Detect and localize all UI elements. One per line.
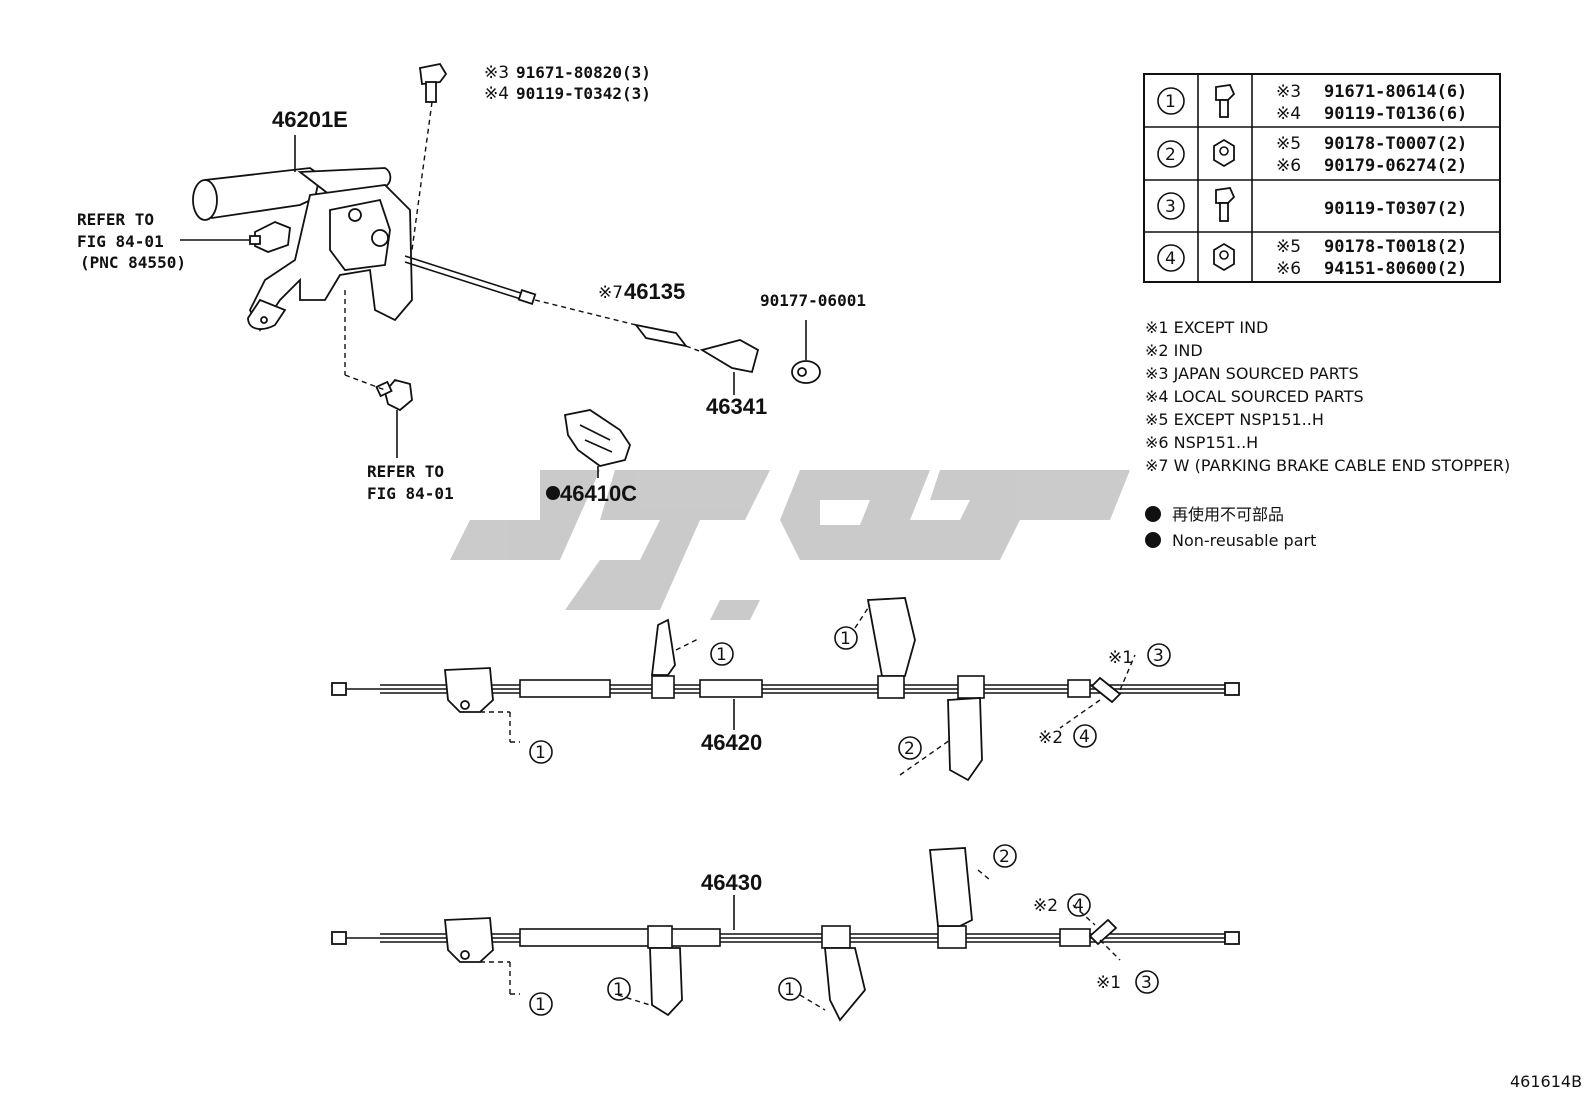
- legend-jp: 再使用不可部品: [1172, 505, 1284, 524]
- nut-icon: [1213, 242, 1235, 272]
- bolt-icon: [1215, 84, 1236, 118]
- ref1-line2: FIG 84-01: [77, 232, 164, 251]
- callout-front-1b: 1: [710, 642, 734, 666]
- front-cable[interactable]: [331, 597, 1240, 782]
- svg-text:1: 1: [613, 980, 624, 1000]
- top-bolt-mark-1: ※3: [484, 63, 509, 83]
- svg-text:※1: ※1: [1108, 648, 1133, 668]
- table-row1-pn1: 91671-80614(6): [1324, 82, 1467, 102]
- top-bolt-pn-2: 90119-T0342(3): [516, 84, 651, 103]
- table-row4-pn2: 94151-80600(2): [1324, 259, 1467, 279]
- table-row4-num: 4: [1165, 249, 1176, 269]
- rear-cable[interactable]: [331, 847, 1240, 1022]
- svg-text:1: 1: [716, 645, 727, 665]
- table-row4-mark2: ※6: [1276, 259, 1301, 279]
- nut-icon: [1213, 138, 1235, 168]
- notes-list: ※1 EXCEPT IND ※2 IND ※3 JAPAN SOURCED PA…: [1145, 318, 1510, 475]
- parking-brake-lever[interactable]: [192, 167, 537, 332]
- svg-text:1: 1: [840, 629, 851, 649]
- svg-text:2: 2: [999, 847, 1010, 867]
- grommet[interactable]: [791, 320, 821, 384]
- ref1-line1: REFER TO: [77, 210, 154, 229]
- callout-front-3: ※1 3: [1108, 643, 1171, 668]
- callout-front-1c: 1: [834, 626, 858, 650]
- note-4: ※4 LOCAL SOURCED PARTS: [1145, 387, 1364, 406]
- note-1: ※1 EXCEPT IND: [1145, 318, 1268, 337]
- callout-rear-1b: 1: [607, 977, 631, 1001]
- svg-text:※2: ※2: [1038, 728, 1063, 748]
- ref2-line1: REFER TO: [367, 462, 444, 481]
- callout-rear-1a: 1: [529, 992, 553, 1016]
- table-row1-pn2: 90119-T0136(6): [1324, 104, 1467, 124]
- lower-bolt[interactable]: [375, 378, 413, 412]
- legend-en: Non-reusable part: [1172, 531, 1316, 550]
- note-6: ※6 NSP151..H: [1145, 433, 1258, 452]
- svg-text:1: 1: [535, 743, 546, 763]
- callout-front-4: ※2 4: [1038, 724, 1097, 748]
- table-row4-pn1: 90178-T0018(2): [1324, 237, 1467, 257]
- table-row3-num: 3: [1165, 197, 1176, 217]
- label-stopper: 46135: [624, 279, 685, 304]
- diagram-id: 461614B: [1510, 1072, 1582, 1091]
- svg-text:3: 3: [1141, 973, 1152, 993]
- ref2-line2: FIG 84-01: [367, 484, 454, 503]
- label-stopper-mark: ※7: [598, 283, 623, 303]
- table-row4-mark1: ※5: [1276, 237, 1301, 257]
- top-bolt[interactable]: [419, 62, 448, 103]
- watermark-logo: [450, 470, 1130, 620]
- bolt-icon: [1215, 187, 1236, 222]
- svg-text:1: 1: [535, 995, 546, 1015]
- non-reusable-dot: [546, 486, 560, 500]
- table-row3-pn1: 90119-T0307(2): [1324, 199, 1467, 219]
- top-bolt-mark-2: ※4: [484, 84, 509, 104]
- table-row2-num: 2: [1165, 145, 1176, 165]
- note-3: ※3 JAPAN SOURCED PARTS: [1145, 364, 1359, 383]
- svg-text:※1: ※1: [1096, 973, 1121, 993]
- note-7: ※7 W (PARKING BRAKE CABLE END STOPPER): [1145, 456, 1510, 475]
- callout-rear-2: 2: [993, 844, 1017, 868]
- label-grommet: 90177-06001: [760, 291, 866, 310]
- table-row2-pn1: 90178-T0007(2): [1324, 134, 1467, 154]
- callout-rear-1c: 1: [778, 977, 802, 1001]
- brake-switch[interactable]: [249, 221, 291, 253]
- table-row1-mark2: ※4: [1276, 104, 1301, 124]
- top-bolt-pn-1: 91671-80820(3): [516, 63, 651, 82]
- label-front-cable: 46420: [701, 730, 762, 755]
- note-5: ※5 EXCEPT NSP151..H: [1145, 410, 1324, 429]
- table-row2-pn2: 90179-06274(2): [1324, 156, 1467, 176]
- svg-text:2: 2: [904, 739, 915, 759]
- callout-rear-3: ※1 3: [1096, 970, 1159, 994]
- svg-text:4: 4: [1073, 896, 1084, 916]
- svg-text:4: 4: [1079, 727, 1090, 747]
- fastener-table: 1 ※3 91671-80614(6) ※4 90119-T0136(6) 2 …: [1143, 73, 1501, 283]
- cable-clip[interactable]: [563, 409, 631, 478]
- label-bracket: 46341: [706, 394, 767, 419]
- ref1-line3: (PNC 84550): [80, 253, 186, 272]
- label-lever: 46201E: [272, 107, 348, 132]
- cable-end-stopper[interactable]: [633, 323, 689, 348]
- note-2: ※2 IND: [1145, 341, 1203, 360]
- svg-text:※2: ※2: [1033, 896, 1058, 916]
- table-row1-num: 1: [1165, 92, 1176, 112]
- cable-bracket[interactable]: [699, 339, 760, 395]
- svg-text:1: 1: [784, 980, 795, 1000]
- table-row2-mark1: ※5: [1276, 134, 1301, 154]
- callout-rear-4: ※2 4: [1033, 893, 1091, 917]
- callout-front-1a: 1: [529, 740, 553, 764]
- legend: 再使用不可部品 Non-reusable part: [1145, 505, 1316, 550]
- callout-front-2: 2: [898, 736, 922, 760]
- table-row2-mark2: ※6: [1276, 156, 1301, 176]
- label-clip: 46410C: [560, 481, 637, 506]
- table-row1-mark1: ※3: [1276, 82, 1301, 102]
- label-rear-cable: 46430: [701, 870, 762, 895]
- svg-text:3: 3: [1153, 646, 1164, 666]
